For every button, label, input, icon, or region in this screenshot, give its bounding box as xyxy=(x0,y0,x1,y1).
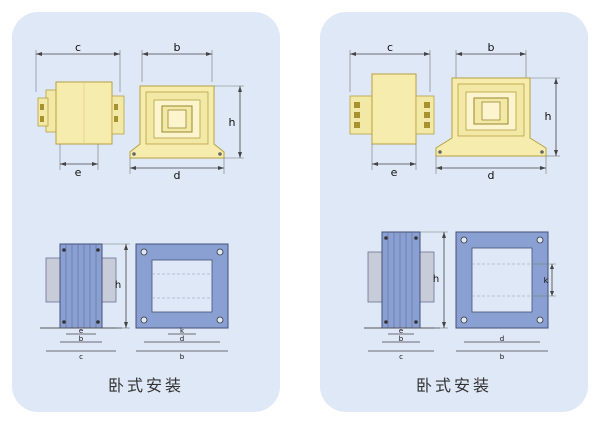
dim-label-b: b xyxy=(174,41,181,54)
dim-label-h-bottom: h xyxy=(433,274,439,285)
dim-label-k: k xyxy=(544,276,549,285)
dim-label-e: e xyxy=(75,166,82,179)
dim-label-b-side: b xyxy=(79,335,84,343)
bottom-front-view: k d b xyxy=(455,231,556,361)
top-side-view: c e xyxy=(35,41,125,179)
dim-label-d: d xyxy=(488,169,495,182)
top-front-view: b h d xyxy=(435,41,560,182)
dim-label-c-bottom: c xyxy=(79,353,83,361)
diagram-panel-right: c e b xyxy=(320,12,588,412)
bottom-side-view: h e b c xyxy=(40,243,130,361)
bottom-front-view: k d b xyxy=(135,243,229,361)
diagram-right: c e b xyxy=(349,41,560,361)
dim-label-c-bottom: c xyxy=(399,353,403,361)
dim-label-b-side: b xyxy=(399,335,404,343)
top-front-view: b h d xyxy=(129,41,244,182)
dim-label-e-bottom: e xyxy=(79,327,83,335)
dim-label-c: c xyxy=(75,41,81,54)
dim-label-d-bottom: d xyxy=(180,335,184,343)
dim-label-d: d xyxy=(174,169,181,182)
diagram-panel-left: c e b xyxy=(12,12,280,412)
dim-label-e-bottom: e xyxy=(399,327,403,335)
dim-label-b: b xyxy=(488,41,495,54)
top-side-view: c e xyxy=(349,41,435,179)
dim-label-h-bottom: h xyxy=(115,280,121,291)
dim-label-k: k xyxy=(180,327,185,335)
dim-label-b-front: b xyxy=(500,353,505,361)
dim-label-b-front: b xyxy=(180,353,185,361)
dim-label-e: e xyxy=(391,166,398,179)
dim-label-d-bottom: d xyxy=(500,335,504,343)
diagram-left: c e b xyxy=(35,41,244,361)
panel-caption: 卧式安装 xyxy=(415,376,492,395)
dim-label-h: h xyxy=(545,110,552,123)
bottom-side-view: h e b c xyxy=(364,231,448,361)
panel-caption: 卧式安装 xyxy=(107,376,184,395)
dim-label-h: h xyxy=(229,116,236,129)
dim-label-c: c xyxy=(387,41,393,54)
